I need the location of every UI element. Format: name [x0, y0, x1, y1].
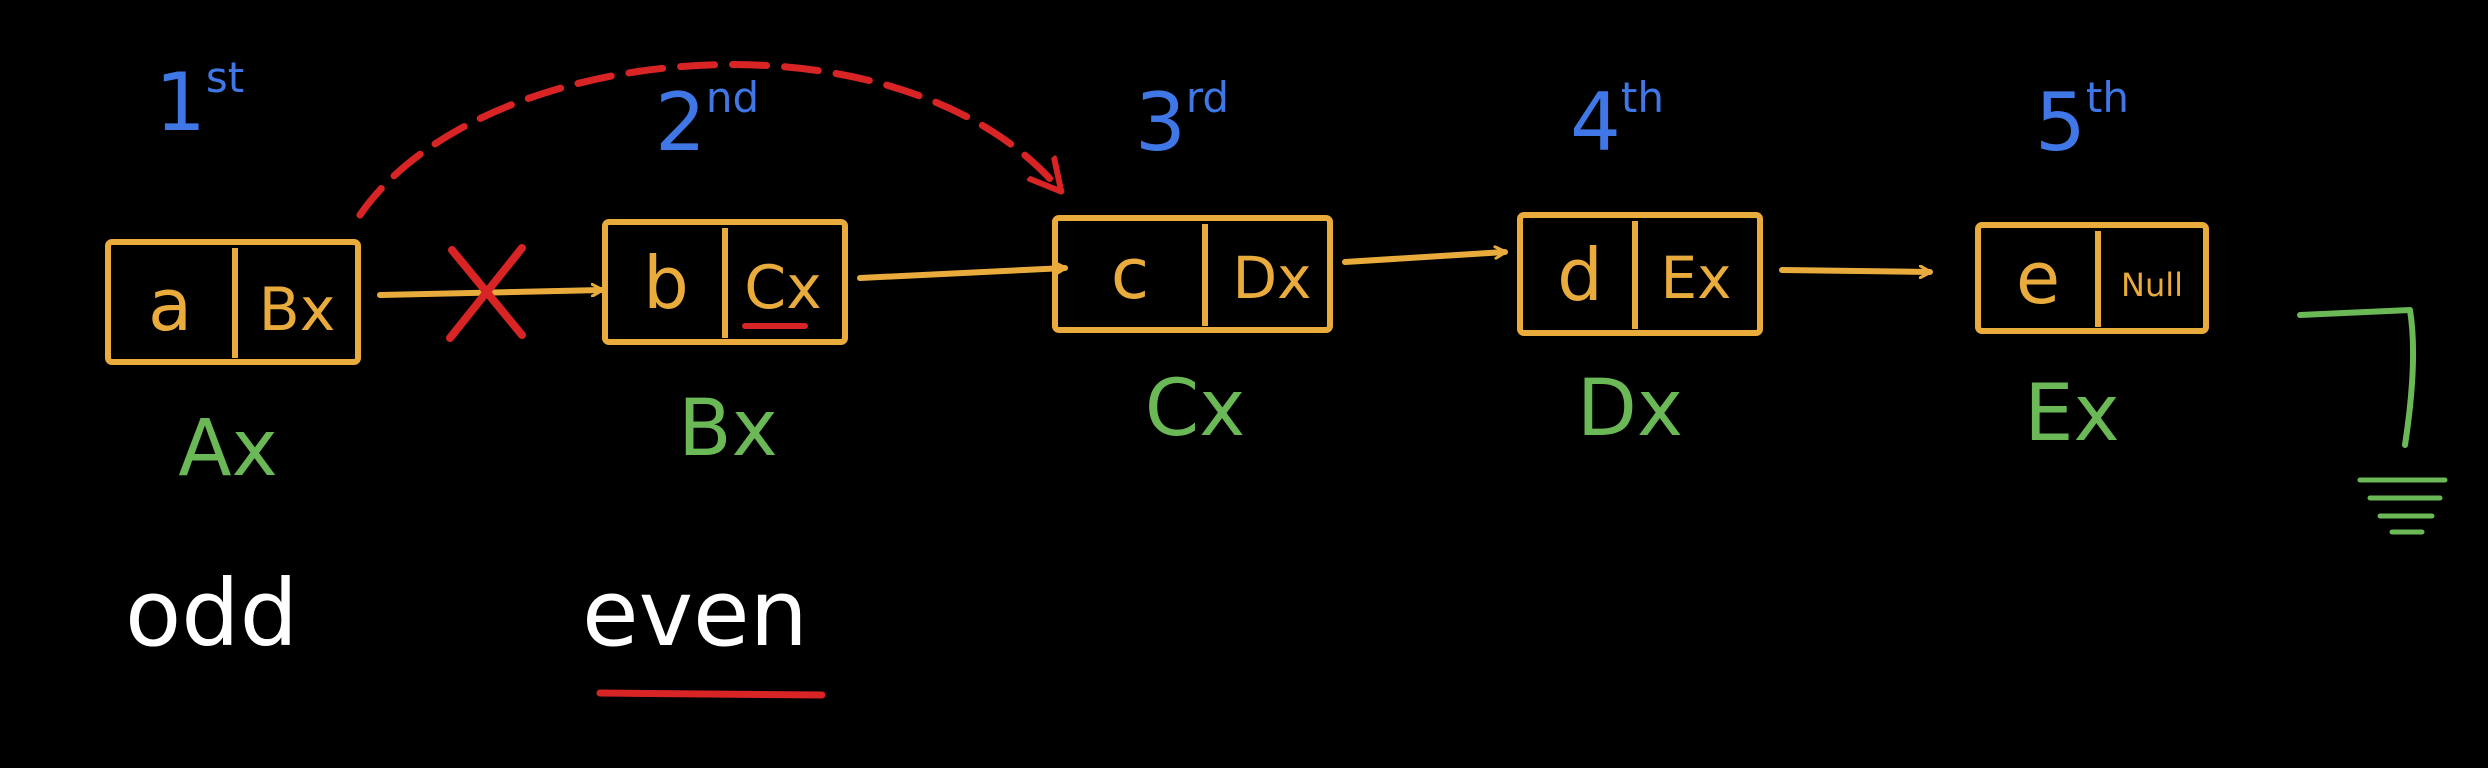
node-4-ordinal: 4th	[1570, 73, 1664, 169]
node-5: 5th e Null Ex	[1975, 73, 2209, 459]
even-underline	[596, 689, 826, 699]
node-1-ordinal: 1st	[155, 53, 244, 149]
node-2-value: b	[643, 241, 689, 325]
node-3: 3rd c Dx Cx	[1052, 73, 1333, 454]
node-4-value: d	[1557, 233, 1603, 317]
node-3-box	[1052, 215, 1333, 333]
node-1-next: Bx	[259, 275, 336, 345]
node-2-box	[602, 219, 848, 345]
cross-mark-icon	[446, 244, 526, 342]
label-even: even	[582, 560, 808, 667]
node-3-value: c	[1111, 233, 1150, 315]
node-1-value: a	[148, 263, 192, 347]
pointer-arrow-2-3	[857, 268, 1068, 281]
node-5-box	[1975, 222, 2209, 334]
skip-arrow-curve	[356, 61, 1060, 219]
node-5-next: Null	[2121, 266, 2183, 304]
node-4-address: Dx	[1577, 364, 1683, 454]
node-3-next: Dx	[1233, 244, 1312, 312]
pointer-arrow-3-4	[1342, 252, 1508, 265]
label-odd: odd	[125, 560, 298, 667]
node-5-ordinal: 5th	[2035, 73, 2129, 169]
node-3-ordinal: 3rd	[1135, 73, 1229, 169]
node-3-address: Cx	[1145, 364, 1246, 454]
node-2: 2nd b Cx Bx	[602, 73, 848, 474]
node-1: 1st a Bx Ax	[105, 53, 361, 494]
node-1-box	[105, 239, 361, 365]
node-1-address: Ax	[178, 404, 278, 494]
node-2-next: Cx	[744, 253, 821, 323]
pointer-arrow-4-5	[1779, 270, 1933, 272]
node-4: 4th d Ex Dx	[1517, 73, 1763, 454]
node-5-address: Ex	[2024, 369, 2119, 459]
ground-symbol-icon	[2297, 307, 2448, 535]
node-2-ordinal: 2nd	[655, 73, 759, 169]
node-4-box	[1517, 212, 1763, 336]
node-5-value: e	[2016, 236, 2060, 320]
node-2-address: Bx	[678, 384, 778, 474]
node-4-next: Ex	[1661, 244, 1732, 312]
